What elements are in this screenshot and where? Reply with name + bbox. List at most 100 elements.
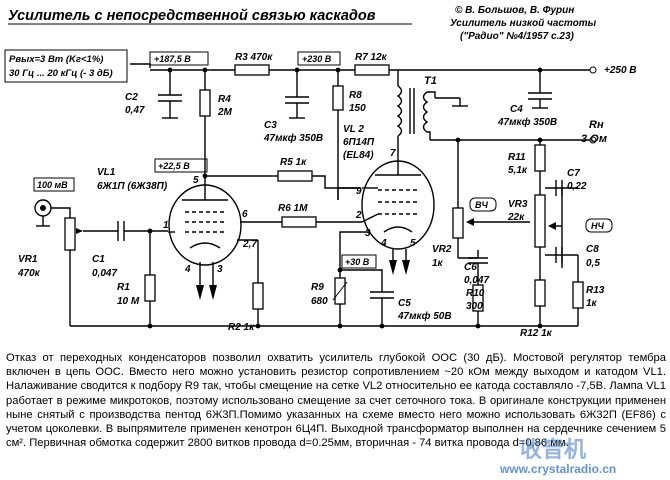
- label-vl1: VL1: [97, 167, 116, 178]
- label-r2: R2 1к: [228, 322, 255, 333]
- label-c6: C6: [464, 262, 477, 273]
- label-c6-value: 0,047: [464, 275, 489, 286]
- resistor-r3: [234, 64, 270, 76]
- label-vr1: VR1: [18, 254, 38, 265]
- label-rh: Rн: [589, 119, 604, 131]
- potentiometer-vr3: [534, 194, 546, 248]
- junction-11: [255, 323, 261, 329]
- junction-7: [147, 228, 153, 234]
- label-c1: C1: [92, 254, 105, 265]
- vl2-heater-arrow-a: [389, 260, 397, 275]
- junction-6: [202, 173, 208, 179]
- source-text: ("Радио" №4/1957 с.23): [460, 31, 575, 42]
- vr2-wiper-arrow: [466, 218, 474, 226]
- junction-16: [147, 323, 153, 329]
- schematic-diagram: Усилитель с непосредственной связью каск…: [4, 5, 637, 339]
- junction-9: [455, 137, 461, 143]
- label-r13-value: 1к: [586, 298, 598, 309]
- label-c2-value: 0,47: [125, 105, 145, 116]
- label-r11: R11: [508, 152, 526, 163]
- junction-10: [537, 137, 543, 143]
- label-t1: T1: [424, 75, 437, 87]
- watermark-url: www.crystalradio.cn: [500, 462, 617, 476]
- label-r1-value: 10 М: [117, 296, 140, 307]
- wire-vl2-cathode: [339, 231, 370, 266]
- resistor-r4: [199, 89, 211, 117]
- input-level: 100 мВ: [37, 180, 68, 190]
- junction-3: [294, 67, 300, 73]
- pin-vl2-3: 3: [365, 228, 371, 239]
- junction-14: [475, 323, 481, 329]
- vl1-heater-arrow-b: [209, 285, 217, 300]
- description-text: Отказ от переходных конденсаторов позвол…: [6, 352, 666, 450]
- label-r10: R10: [466, 288, 485, 299]
- label-r11-value: 5,1к: [508, 165, 528, 176]
- label-vr1-value: 470к: [17, 268, 41, 279]
- wire-vl2-screen: [337, 187, 360, 200]
- pin-vl2-2: 2: [355, 210, 362, 221]
- label-vl2-type: 6П14П: [343, 137, 375, 148]
- label-vr2: VR2: [432, 244, 452, 255]
- label-vr2-value: 1к: [432, 258, 444, 269]
- pin-vl1-27: 2,7: [242, 239, 257, 250]
- label-c8: C8: [586, 244, 599, 255]
- junction-8: [337, 267, 343, 273]
- label-c8-value: 0,5: [586, 258, 600, 269]
- label-r4-value: 2M: [217, 107, 233, 118]
- voltage-box-5: [341, 254, 377, 269]
- label-r13: R13: [586, 285, 605, 296]
- label-c3: C3: [264, 120, 277, 131]
- label-c5-value: 47мкф 50В: [397, 310, 452, 322]
- c5-lead-top: [340, 269, 383, 292]
- label-c1-value: 0,047: [92, 268, 117, 279]
- resistor-r2: [252, 282, 264, 310]
- voltage-box-2: [297, 51, 341, 66]
- junction-13: [379, 323, 385, 329]
- t1-primary-winding: [396, 85, 403, 137]
- resistor-r11: [534, 144, 546, 172]
- voltage-label-1: +187,5 В: [154, 54, 191, 64]
- voltage-label-3: +250 В: [604, 65, 637, 76]
- junction-1: [167, 67, 173, 73]
- voltage-box-4: [154, 158, 208, 173]
- vl1-heater-arrow-a: [196, 285, 204, 300]
- label-vch: ВЧ: [475, 200, 488, 210]
- label-box-nch: [585, 218, 613, 233]
- t1-secondary-winding: [422, 91, 429, 133]
- output-terminal-250: [589, 66, 597, 74]
- input-jack-center: [40, 205, 46, 211]
- r9-adjust-arrow: [332, 281, 348, 301]
- vr1-wiper-arrow: [76, 228, 83, 234]
- junction-5: [537, 67, 543, 73]
- input-wire: [51, 207, 71, 218]
- label-r9: R9: [311, 282, 324, 293]
- wire-vl2-grid: [361, 213, 379, 223]
- label-r10-value: 300: [466, 301, 483, 312]
- junction-15: [537, 323, 543, 329]
- pin-vl2-4: 4: [380, 238, 387, 249]
- label-r5: R5 1к: [280, 157, 307, 168]
- label-vl1-type: 6Ж1П (6Ж38П): [97, 181, 168, 192]
- junction-2: [202, 67, 208, 73]
- voltage-label-4: +22,5 В: [158, 161, 190, 171]
- label-vr3-value: 22к: [507, 212, 525, 223]
- potentiometer-vr2: [452, 207, 464, 239]
- label-r8-value: 150: [349, 103, 366, 114]
- pin-vl1-1: 1: [163, 220, 169, 231]
- label-r6: R6 1М: [278, 203, 308, 214]
- resistor-r12: [534, 279, 546, 307]
- voltage-label-5: +30 В: [345, 257, 370, 267]
- label-r8: R8: [349, 90, 362, 101]
- label-vl2-equiv: (EL84): [343, 150, 374, 161]
- label-r1: R1: [117, 282, 130, 293]
- voltage-label-2: +230 В: [302, 54, 332, 64]
- spec-range: 30 Гц ... 20 кГц (- 3 дБ): [9, 68, 113, 79]
- spec-power: Pвых=3 Вт (Kг<1%): [9, 54, 103, 65]
- resistor-r6: [281, 216, 317, 228]
- junction-12: [337, 323, 343, 329]
- label-vl2: VL 2: [343, 124, 364, 135]
- label-c4: C4: [510, 104, 523, 115]
- label-c4-value: 47мкф 350В: [497, 116, 557, 128]
- pin-vl1-5: 5: [193, 175, 199, 186]
- label-vr3: VR3: [508, 199, 528, 210]
